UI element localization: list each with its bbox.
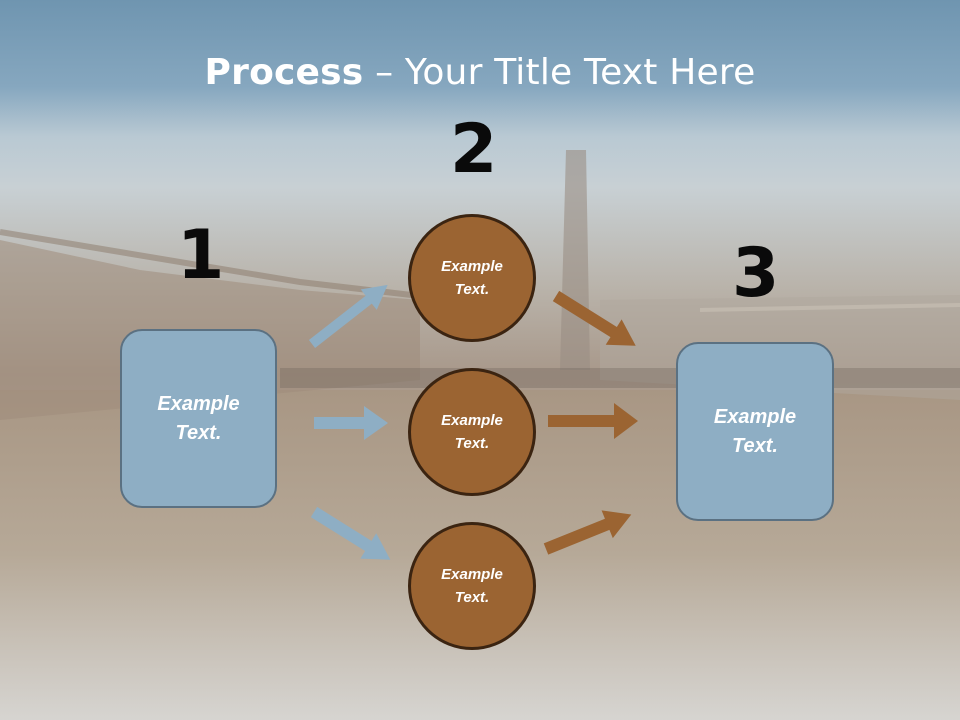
- arrow-1-to-2c: [310, 506, 391, 560]
- title-bold: Process: [204, 52, 364, 93]
- step-3-box: Example Text.: [676, 342, 834, 521]
- step-2-circle-top: Example Text.: [408, 214, 536, 342]
- step-2-text-middle: Example Text.: [441, 412, 503, 452]
- step-3-text: Example Text.: [713, 405, 797, 457]
- arrow-2a-to-3: [552, 290, 636, 346]
- step-1-box: Example Text.: [120, 329, 277, 508]
- slide-title: Process – Your Title Text Here: [0, 52, 960, 93]
- arrow-1-to-2a: [308, 284, 388, 348]
- arrow-1-to-2b: [314, 406, 388, 440]
- step-1-text: Example Text.: [157, 392, 240, 444]
- step-2-circle-bottom: Example Text.: [408, 522, 536, 650]
- arrow-2c-to-3: [543, 510, 632, 555]
- step-2-text-top: Example Text.: [441, 258, 503, 298]
- arrow-2b-to-3: [548, 403, 638, 439]
- step-2-circle-middle: Example Text.: [408, 368, 536, 496]
- step-1-number: 1: [177, 216, 225, 295]
- title-rest: – Your Title Text Here: [363, 52, 756, 93]
- step-2-number: 2: [450, 110, 498, 189]
- step-2-text-bottom: Example Text.: [441, 566, 503, 606]
- step-3-number: 3: [732, 234, 780, 313]
